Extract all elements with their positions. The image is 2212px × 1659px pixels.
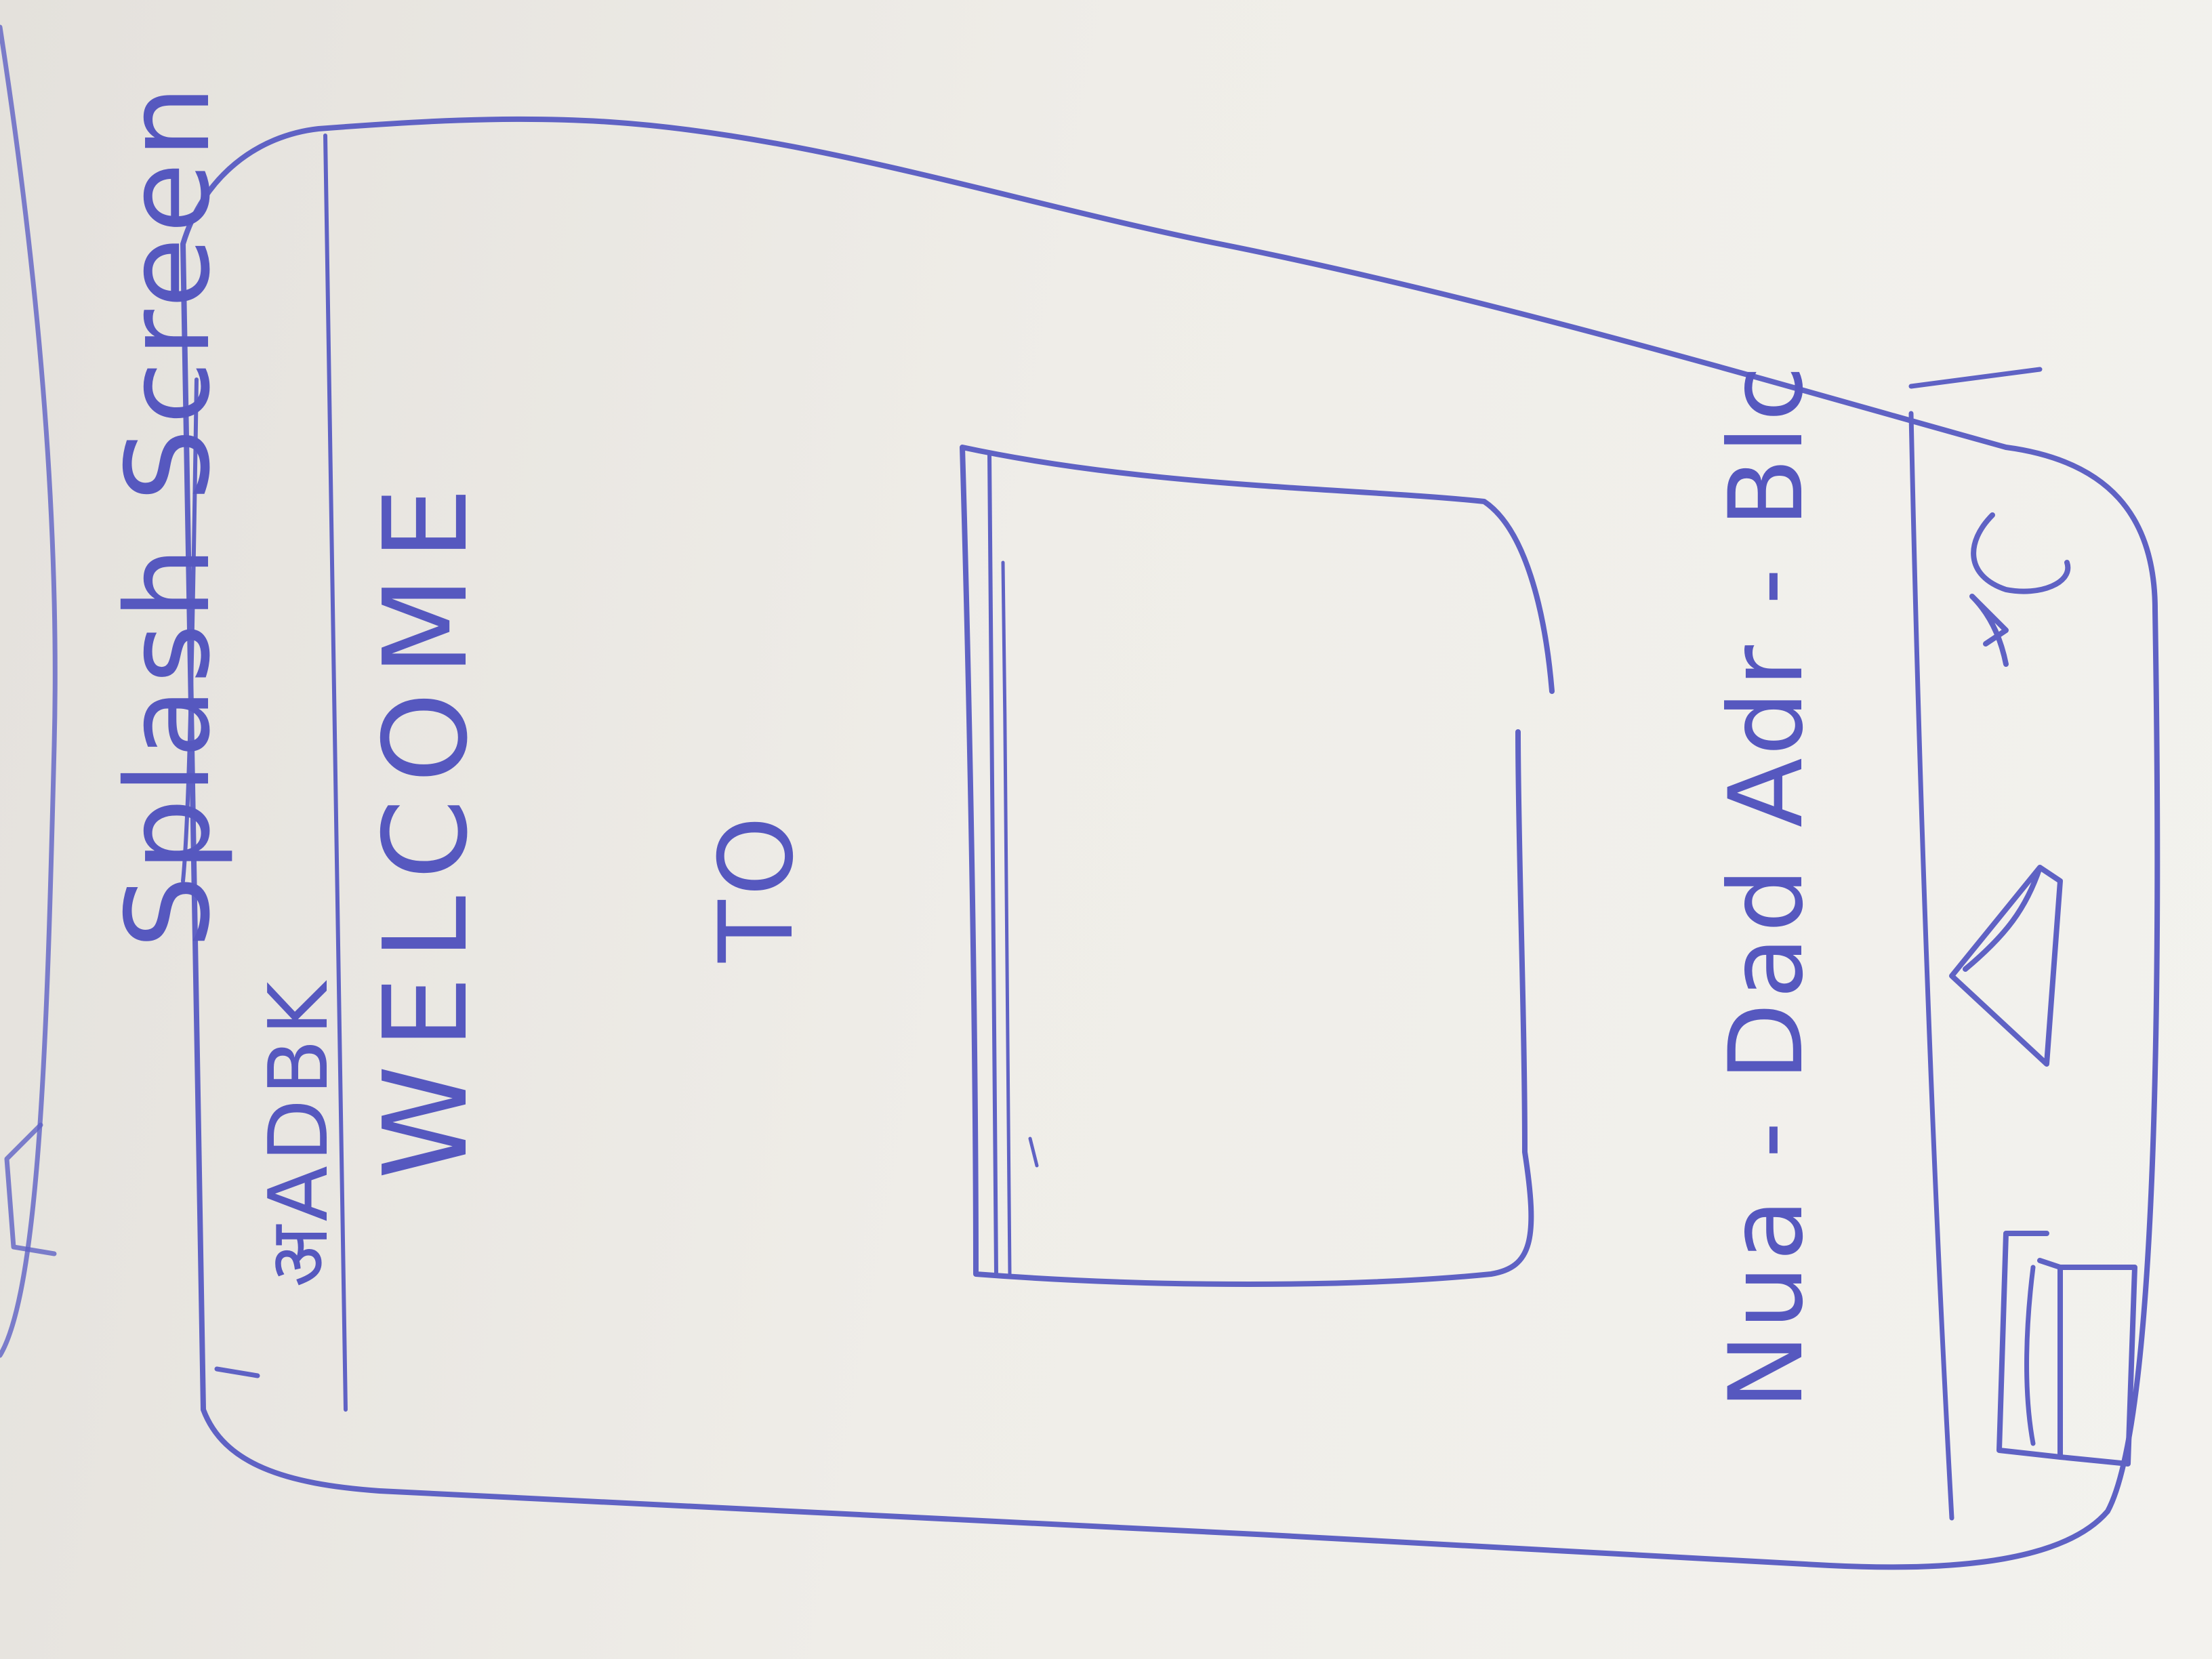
home-icon[interactable] — [1949, 865, 2063, 1067]
background-scribble-corner — [4, 1122, 57, 1256]
background-scribble — [0, 24, 58, 1358]
title-underline — [181, 377, 199, 883]
logo-placeholder-inner-line-2 — [1001, 560, 1012, 1276]
sketch-title: Splash Screen — [102, 81, 236, 949]
nav-bar-top-stroke — [1908, 367, 2043, 389]
welcome-heading: WELCOME — [359, 471, 493, 1179]
app-bar-title: अADBK — [252, 977, 346, 1288]
nav-bar-divider — [1908, 411, 1954, 1521]
app-bar-divider — [323, 134, 348, 1412]
back-icon[interactable] — [1969, 512, 2071, 667]
pen-dot — [1028, 1136, 1039, 1168]
welcome-connector: TO — [698, 812, 816, 962]
recent-apps-icon[interactable] — [1996, 1231, 2137, 1467]
phone-frame — [180, 116, 2160, 1570]
app-bar-tick — [214, 1366, 260, 1378]
logo-placeholder-inner-line — [987, 452, 998, 1276]
logo-placeholder-box — [960, 445, 1555, 1287]
footer-credit: Nua - Dad Adr - Blc — [1708, 361, 1826, 1410]
